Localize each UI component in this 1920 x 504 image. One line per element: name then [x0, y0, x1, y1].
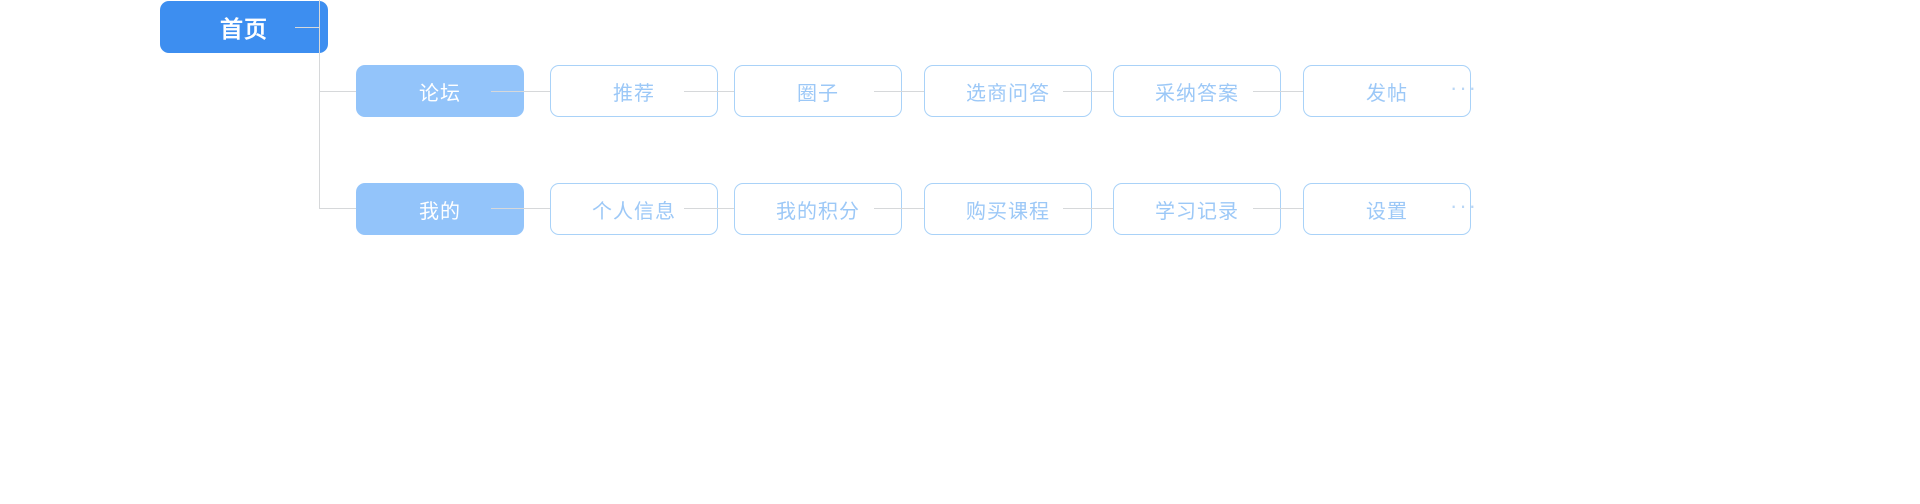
leaf-node-circle[interactable]: 圈子: [734, 65, 902, 117]
branch-node-label: 论坛: [419, 82, 461, 105]
connector-trunk-to-branch-1: [319, 208, 357, 209]
root-node-label: 首页: [220, 16, 268, 42]
leaf-node-label: 购买课程: [966, 200, 1050, 223]
leaf-node-purchased-courses[interactable]: 购买课程: [924, 183, 1092, 235]
more-ellipsis-icon[interactable]: ···: [1450, 75, 1478, 100]
leaf-node-label: 发帖: [1366, 82, 1408, 105]
connector-leaf3-leaf4: [1253, 91, 1304, 92]
leaf-node-label: 我的积分: [776, 200, 860, 223]
connector-leaf0-leaf1-row2: [684, 208, 735, 209]
leaf-node-label: 设置: [1366, 200, 1408, 223]
connector-trunk: [319, 0, 320, 208]
leaf-node-settings[interactable]: 设置: [1303, 183, 1471, 235]
leaf-node-label: 圈子: [797, 82, 839, 105]
leaf-node-label: 学习记录: [1155, 200, 1239, 223]
leaf-node-label: 选商问答: [966, 82, 1050, 105]
connector-leaf0-leaf1: [684, 91, 735, 92]
leaf-node-my-points[interactable]: 我的积分: [734, 183, 902, 235]
connector-root-stub: [295, 27, 320, 28]
leaf-node-study-record[interactable]: 学习记录: [1113, 183, 1281, 235]
leaf-node-label: 采纳答案: [1155, 82, 1239, 105]
connector-leaf1-leaf2-row2: [874, 208, 925, 209]
branch-node-mine[interactable]: 我的: [356, 183, 524, 235]
more-ellipsis-icon[interactable]: ···: [1450, 193, 1478, 218]
leaf-node-post[interactable]: 发帖: [1303, 65, 1471, 117]
connector-leaf2-leaf3: [1063, 91, 1114, 92]
connector-branch0-leaf0: [491, 91, 551, 92]
connector-trunk-to-branch-0: [319, 91, 357, 92]
connector-branch1-leaf0: [491, 208, 551, 209]
leaf-node-profile[interactable]: 个人信息: [550, 183, 718, 235]
connector-leaf1-leaf2: [874, 91, 925, 92]
leaf-node-label: 推荐: [613, 82, 655, 105]
branch-node-label: 我的: [419, 200, 461, 223]
leaf-node-label: 个人信息: [592, 200, 676, 223]
connector-leaf2-leaf3-row2: [1063, 208, 1114, 209]
connector-leaf3-leaf4-row2: [1253, 208, 1304, 209]
